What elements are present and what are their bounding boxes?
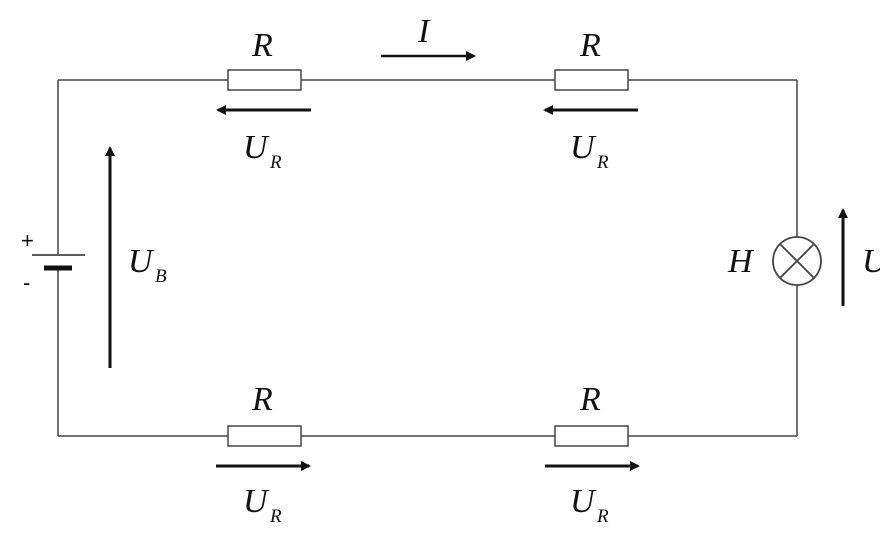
label-voltage-bottom-right-subscript: R <box>596 506 609 527</box>
label-resistor-top-right: R <box>579 27 601 64</box>
label-resistor-bottom-left: R <box>251 381 273 418</box>
label-battery-voltage: U <box>128 243 155 280</box>
labels: R R R R I U R U R U R U R U B H U <box>128 13 880 527</box>
lamp <box>772 236 822 286</box>
label-voltage-bottom-right: U <box>570 483 597 520</box>
resistors <box>227 69 629 447</box>
battery: + - <box>21 228 85 295</box>
arrows <box>105 51 848 471</box>
label-lamp-voltage: U <box>862 243 880 280</box>
label-voltage-top-right-subscript: R <box>596 152 609 173</box>
battery-plus-sign: + <box>21 228 34 253</box>
label-voltage-top-left: U <box>243 129 270 166</box>
label-voltage-top-right: U <box>570 129 597 166</box>
resistor-bottom-right <box>554 425 629 447</box>
battery-minus-sign: - <box>23 270 30 295</box>
label-voltage-bottom-left: U <box>243 483 270 520</box>
label-voltage-top-left-subscript: R <box>269 152 282 173</box>
label-battery-voltage-subscript: B <box>155 266 167 287</box>
label-current: I <box>417 13 431 50</box>
resistor-bottom-left <box>227 425 302 447</box>
circuit-wires <box>57 79 798 437</box>
resistor-top-left <box>227 69 302 91</box>
label-resistor-bottom-right: R <box>579 381 601 418</box>
resistor-top-right <box>554 69 629 91</box>
lamp-cross-b <box>779 243 815 279</box>
label-voltage-bottom-left-subscript: R <box>269 506 282 527</box>
label-lamp: H <box>727 243 755 280</box>
label-resistor-top-left: R <box>251 27 273 64</box>
